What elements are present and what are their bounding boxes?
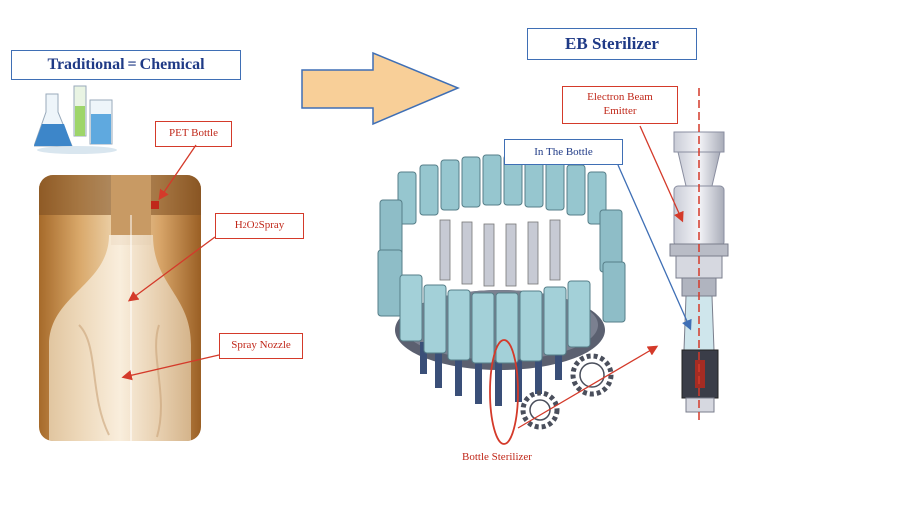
h2o2-h: H [234, 219, 243, 232]
lab-flasks-icon [34, 85, 117, 154]
traditional-chemical-title: Traditional =Chemical [11, 50, 241, 80]
bottle-spray-photo [39, 175, 201, 441]
h2o2-sub1: 2 [242, 221, 247, 230]
rotary-sterilizer-machine [377, 154, 626, 430]
pet-bottle-callout: PET Bottle [155, 121, 232, 147]
equals-sign: = [127, 56, 137, 73]
highlight-ellipse [489, 339, 519, 445]
electron-beam-line2: Emitter [603, 105, 637, 117]
in-the-bottle-callout: In The Bottle [504, 139, 623, 165]
electron-beam-emitter-callout: Electron Beam Emitter [562, 86, 678, 124]
chemical-word: Chemical [139, 56, 205, 73]
h2o2-rest: Spray [258, 219, 285, 232]
eb-sterilizer-title: EB Sterilizer [527, 28, 697, 60]
electron-beam-line1: Electron Beam [587, 91, 653, 104]
electron-beam-emitter [669, 88, 729, 420]
spray-nozzle-callout: Spray Nozzle [219, 333, 303, 359]
bottle-sterilizer-label: Bottle Sterilizer [462, 451, 532, 463]
h2o2-o: O [246, 219, 255, 232]
h2o2-sub2: 2 [254, 221, 259, 230]
traditional-prefix: Traditional [47, 56, 125, 73]
